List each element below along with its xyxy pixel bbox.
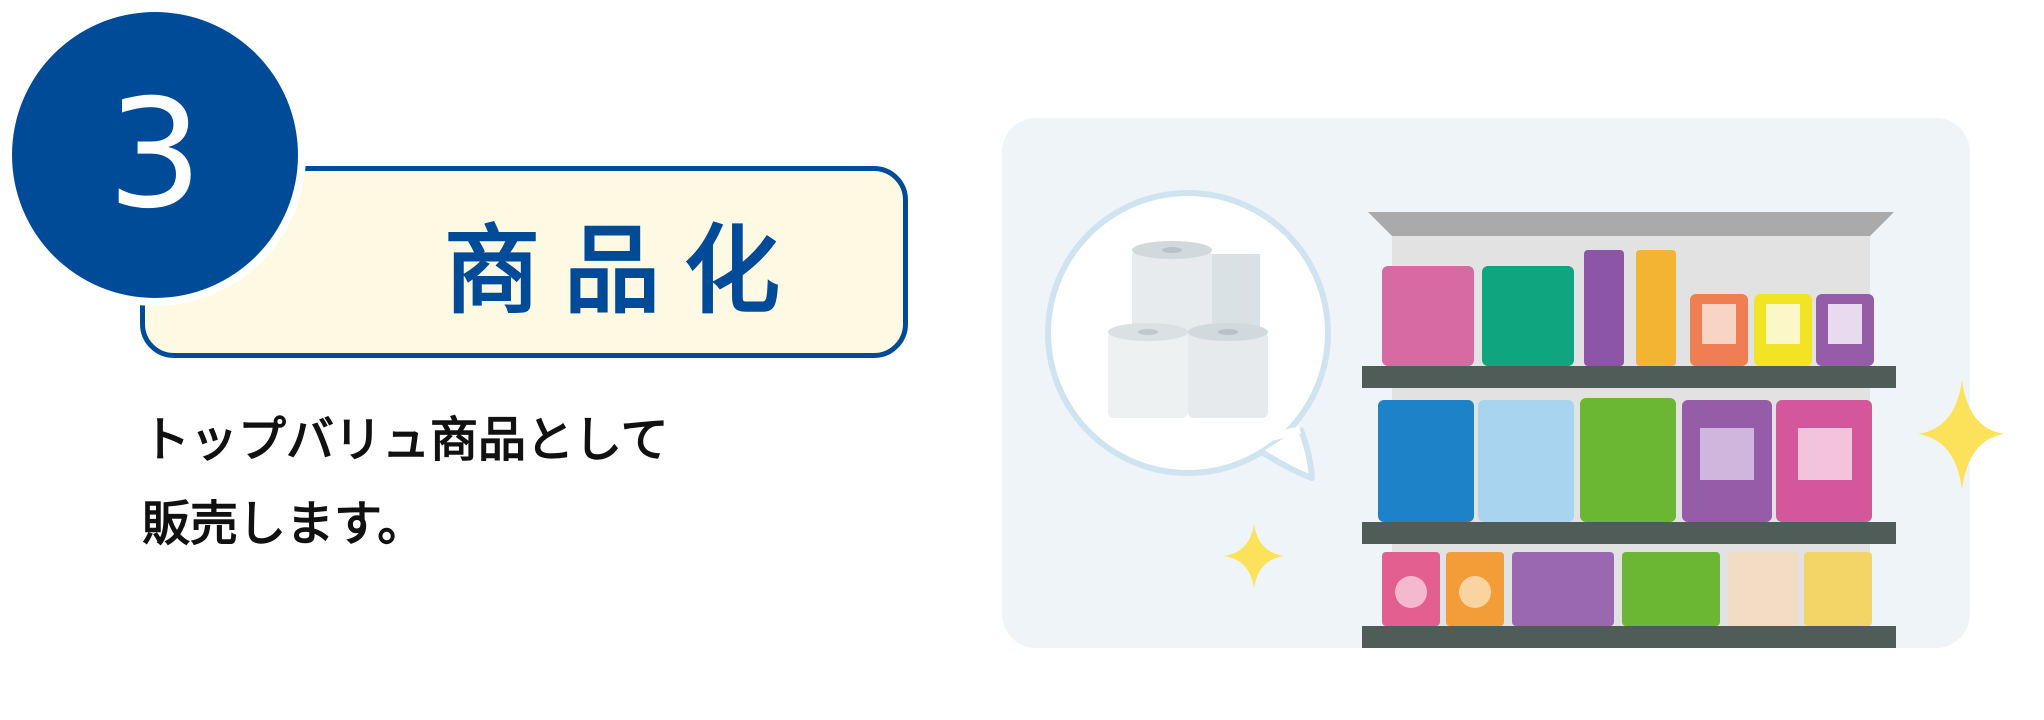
sparkle-small-icon [1224, 524, 1284, 588]
description-line-2: 販売します。 [142, 496, 426, 552]
middle-shelf-products [1378, 398, 1872, 522]
sparkle-icon [1918, 380, 2004, 490]
description-line-1: トップバリュ商品として [142, 412, 669, 468]
top-shelf-products [1382, 250, 1874, 366]
description: トップバリュ商品として 販売します。 [142, 398, 669, 566]
bottom-shelf-products [1382, 552, 1872, 626]
page-title: 商品化 [444, 214, 804, 327]
title-box: 商品化 [140, 166, 908, 358]
step-number-badge: 3 [12, 12, 298, 298]
step-number: 3 [107, 68, 203, 242]
toilet-paper-icon [1108, 241, 1268, 418]
